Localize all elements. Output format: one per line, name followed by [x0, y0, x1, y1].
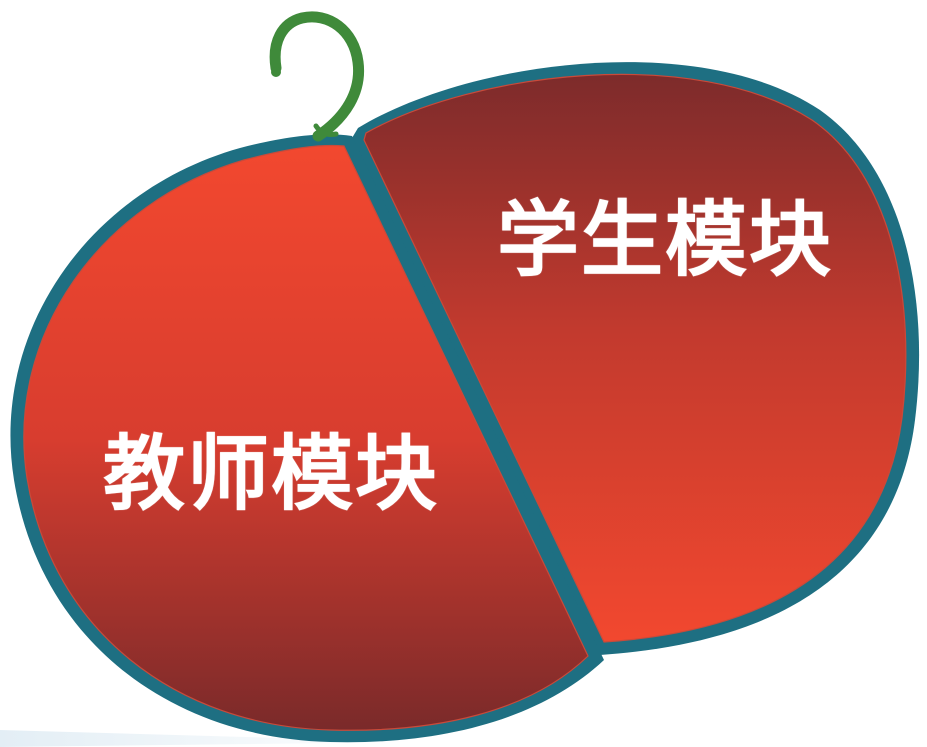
teacher-module-shape[interactable]: [10, 134, 604, 743]
hanger-hook-icon: [269, 11, 365, 142]
student-module-shape[interactable]: [352, 62, 920, 656]
floor-shadow: [0, 730, 420, 747]
student-module-label[interactable]: 学生模块: [497, 193, 834, 288]
teacher-module-label[interactable]: 教师模块: [103, 427, 440, 522]
